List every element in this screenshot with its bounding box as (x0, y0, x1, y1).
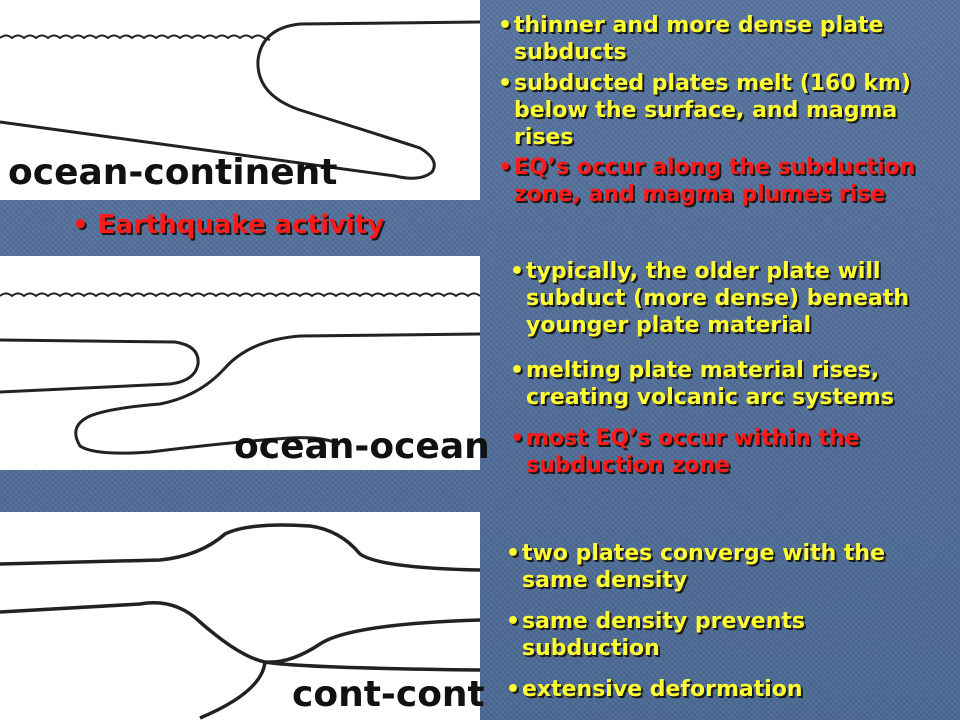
cont-cont-diagram: cont-cont (0, 512, 485, 720)
note-item: same density prevents subduction (506, 608, 950, 662)
earthquake-activity-text: Earthquake activity (97, 210, 385, 240)
ocean-ocean-notes: typically, the older plate will subduct … (510, 258, 950, 482)
cont-cont-label: cont-cont (292, 674, 485, 715)
ocean-continent-sketch (0, 20, 480, 180)
ocean-ocean-label: ocean-ocean (234, 426, 490, 467)
ocean-continent-notes: thinner and more dense plate subducts su… (498, 12, 948, 211)
earthquake-activity-heading: • Earthquake activity (72, 210, 384, 240)
note-item: melting plate material rises, creating v… (510, 357, 950, 411)
ocean-ocean-diagram: ocean-ocean (0, 256, 490, 470)
bullet-glyph: • (72, 210, 98, 240)
cont-cont-sketch (0, 523, 480, 720)
ocean-continent-diagram: ocean-continent (0, 0, 480, 200)
note-item: two plates converge with the same densit… (506, 540, 950, 594)
note-item: typically, the older plate will subduct … (510, 258, 950, 339)
ocean-continent-label: ocean-continent (8, 152, 338, 193)
ocean-ocean-sketch (0, 292, 480, 455)
note-item: EQ’s occur along the subduction zone, an… (498, 154, 948, 208)
cont-cont-notes: two plates converge with the same densit… (506, 540, 950, 706)
note-item: subducted plates melt (160 km) below the… (498, 70, 948, 151)
note-item: thinner and more dense plate subducts (498, 12, 948, 66)
note-item: most EQ’s occur within the subduction zo… (510, 425, 950, 479)
note-item: extensive deformation (506, 676, 950, 703)
